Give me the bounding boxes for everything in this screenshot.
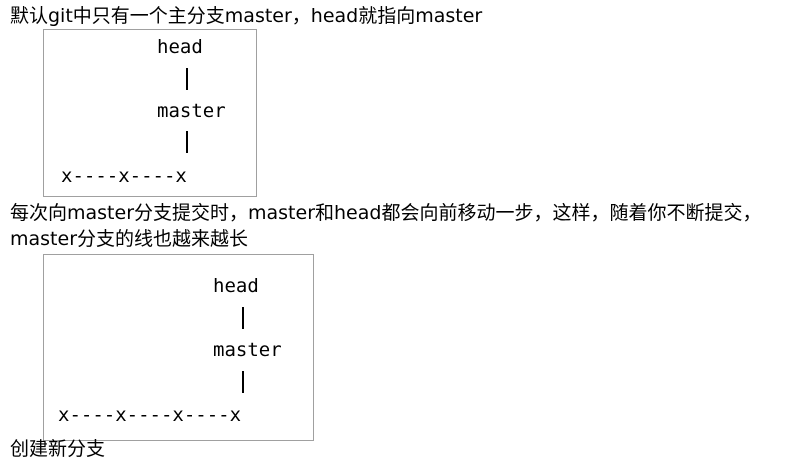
branch-diagram-advanced: head master x----x----x----x <box>43 254 314 441</box>
master-label: master <box>213 339 282 361</box>
commit-paragraph: 每次向master分支提交时，master和head都会向前移动一步，这样，随着… <box>10 202 762 250</box>
pointer-line <box>242 307 244 329</box>
intro-paragraph: 默认git中只有一个主分支master，head就指向master <box>10 5 483 27</box>
head-label: head <box>157 36 203 58</box>
commit-line: x----x----x----x <box>58 404 242 426</box>
master-label: master <box>157 100 226 122</box>
pointer-line <box>186 68 188 90</box>
new-branch-paragraph: 创建新分支 <box>10 438 106 460</box>
commit-line: x----x----x <box>61 165 187 187</box>
head-label: head <box>213 275 259 297</box>
branch-diagram-initial: head master x----x----x <box>43 29 257 197</box>
pointer-line <box>242 371 244 393</box>
pointer-line <box>186 131 188 153</box>
